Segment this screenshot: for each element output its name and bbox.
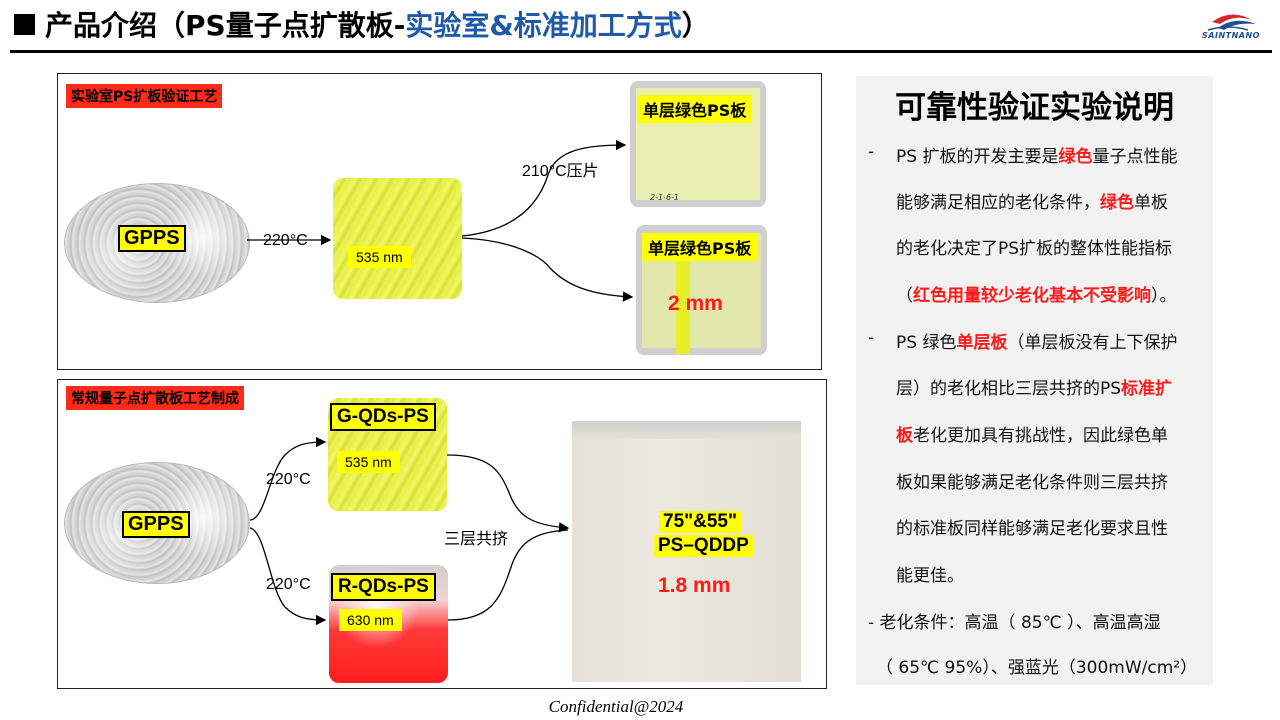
temp-top-label: 220°C bbox=[266, 471, 311, 488]
p2-line-1: PS 绿色单层板（单层板没有上下保护 bbox=[896, 333, 1178, 353]
sheet1-label: 单层绿色PS板 bbox=[637, 95, 753, 123]
confidential-footer: Confidential@2024 bbox=[548, 697, 684, 716]
product-type-label: PS–QDDP bbox=[654, 535, 753, 557]
explanation-box bbox=[856, 76, 1213, 685]
arrow-rqd-to-plate bbox=[447, 529, 569, 621]
arrow-pellets-to-rqd bbox=[249, 527, 327, 626]
press-label: 210°C压片 bbox=[522, 163, 599, 180]
title-rule bbox=[10, 50, 1272, 53]
red-qd-wavelength: 630 nm bbox=[339, 609, 402, 631]
saintnano-logo-icon bbox=[1207, 14, 1256, 31]
p2-line-4: 板如果能够满足老化条件则三层共挤 bbox=[896, 473, 1168, 493]
p1-line-3: 的老化决定了PS扩板的整体性能指标 bbox=[896, 239, 1173, 259]
wavelength-label: 535 nm bbox=[348, 246, 411, 268]
sheet-edge-strip bbox=[676, 250, 690, 354]
gpps-label-2: GPPS bbox=[122, 511, 190, 538]
logo-text: SAINTNANO bbox=[1202, 31, 1260, 40]
bullet-dash-1: - bbox=[868, 142, 875, 162]
p2-line-5: 的标准板同样能够满足老化要求且性 bbox=[896, 519, 1168, 539]
p2-line-2: 层）的老化相比三层共挤的PS标准扩 bbox=[896, 379, 1173, 399]
bullet-dash-2: - bbox=[868, 328, 875, 348]
temp-bottom-label: 220°C bbox=[266, 576, 311, 593]
title-part-blue: 实验室&标准加工方式 bbox=[405, 9, 682, 42]
p2-line-3: 板老化更加具有挑战性，因此绿色单 bbox=[896, 426, 1168, 446]
red-qd-label: R-QDs-PS bbox=[331, 573, 436, 601]
p2-line-6: 能更佳。 bbox=[896, 566, 964, 586]
sheet1-handwritten-mark: 2-1-6-1 bbox=[650, 193, 680, 202]
p1-line-1: PS 扩板的开发主要是绿色量子点性能 bbox=[896, 147, 1178, 167]
product-size-label: 75"&55" bbox=[659, 511, 742, 533]
arrow-gqd-to-plate bbox=[446, 454, 570, 533]
arrow-green-to-sheet2 bbox=[461, 237, 634, 302]
gpps-label: GPPS bbox=[118, 225, 186, 252]
lab-panel-label: 实验室PS扩板验证工艺 bbox=[66, 84, 223, 108]
arrow-pellets-to-gqd bbox=[249, 436, 327, 521]
sheet2-thickness: 2 mm bbox=[668, 292, 723, 315]
standard-panel-label: 常规量子点扩散板工艺制成 bbox=[66, 386, 244, 410]
aging-conditions-line-2: （ 65℃ 95%）、强蓝光（300mW/cm²） bbox=[876, 658, 1198, 678]
green-pellets-image bbox=[333, 178, 462, 299]
green-qd-wavelength: 535 nm bbox=[337, 451, 400, 473]
aging-conditions-line-1: - 老化条件：高温（ 85℃ ）、高温高湿 bbox=[868, 613, 1161, 633]
green-qd-label: G-QDs-PS bbox=[330, 403, 436, 431]
p1-line-2: 能够满足相应的老化条件，绿色单板 bbox=[896, 193, 1168, 213]
explanation-title: 可靠性验证实验说明 bbox=[895, 90, 1174, 126]
plate-top-shadow bbox=[572, 421, 801, 439]
coextrude-label: 三层共挤 bbox=[444, 531, 509, 548]
title-part-end: ） bbox=[681, 9, 710, 42]
sheet2-label: 单层绿色PS板 bbox=[642, 233, 758, 261]
page-title: 产品介绍（PS量子点扩散板-实验室&标准加工方式） bbox=[45, 6, 710, 46]
p1-line-4: （红色用量较少老化基本不受影响）。 bbox=[896, 286, 1177, 306]
plate-thickness: 1.8 mm bbox=[658, 574, 731, 597]
title-bullet bbox=[14, 14, 35, 35]
title-part-black: 产品介绍（PS量子点扩散板- bbox=[45, 9, 406, 42]
arrow-green-to-sheet1 bbox=[461, 139, 627, 237]
